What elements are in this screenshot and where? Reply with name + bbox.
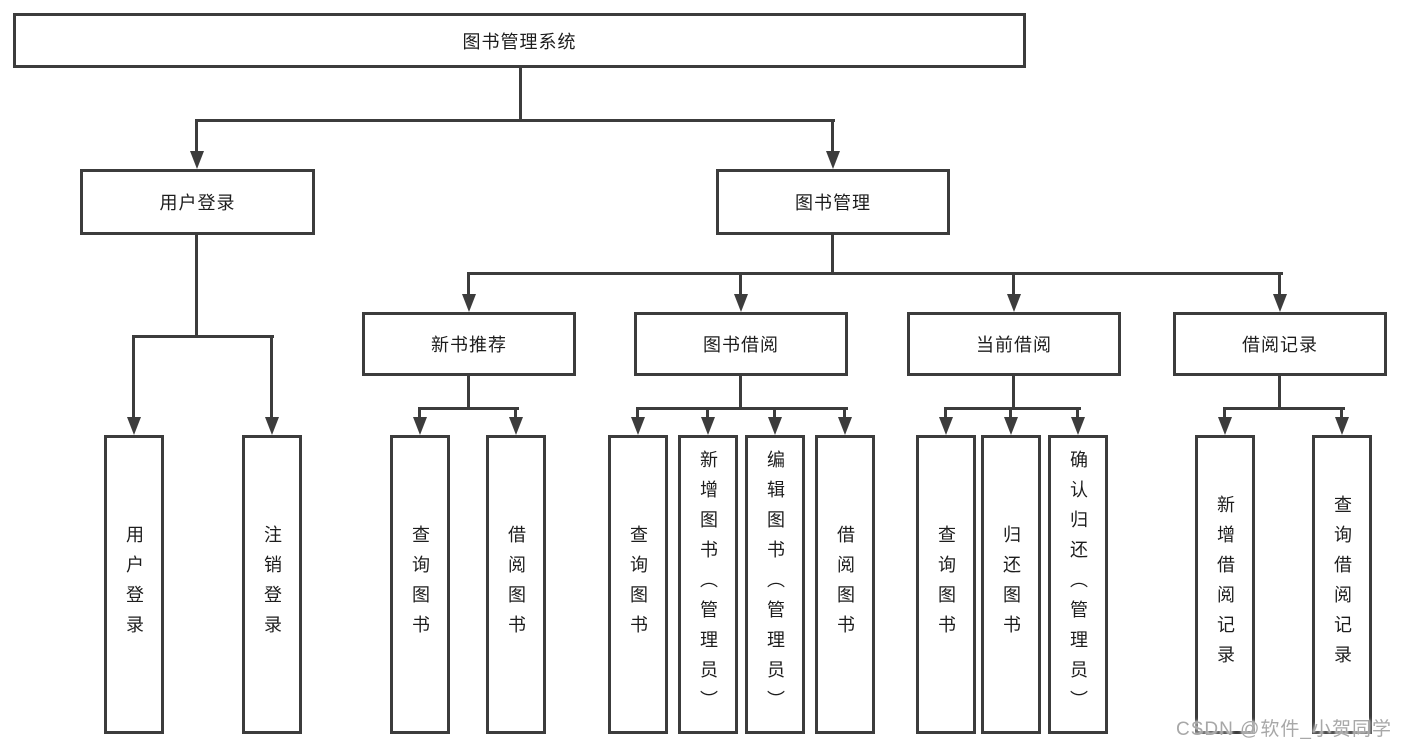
leaf-user-login: 用户登录 xyxy=(104,435,164,734)
leaf-label: 新增借阅记录 xyxy=(1215,494,1235,675)
connector-line xyxy=(1009,407,1012,419)
arrow-down-icon xyxy=(1335,417,1349,435)
connector-line xyxy=(1076,407,1079,419)
connector-line xyxy=(1012,376,1015,409)
watermark: CSDN @软件_小贺同学 xyxy=(1176,719,1392,740)
connector-line xyxy=(467,376,470,409)
leaf-return-books: 归还图书 xyxy=(981,435,1041,734)
node-label: 借阅记录 xyxy=(1242,335,1318,355)
connector-line xyxy=(195,119,198,153)
leaf-query-books-borrow: 查询图书 xyxy=(608,435,668,734)
leaf-query-books-current: 查询图书 xyxy=(916,435,976,734)
connector-line xyxy=(1340,407,1343,419)
connector-line xyxy=(843,407,846,419)
leaf-label: 新增图书（管理员） xyxy=(698,449,718,720)
arrow-down-icon xyxy=(1007,294,1021,312)
leaf-logout: 注销登录 xyxy=(242,435,302,734)
connector-line xyxy=(519,68,522,121)
leaf-label: 用户登录 xyxy=(124,524,144,645)
arrow-down-icon xyxy=(190,151,204,169)
node-book-management: 图书管理 xyxy=(716,169,950,235)
arrow-down-icon xyxy=(462,294,476,312)
arrow-down-icon xyxy=(826,151,840,169)
node-current-borrow: 当前借阅 xyxy=(907,312,1121,376)
arrow-down-icon xyxy=(413,417,427,435)
arrow-down-icon xyxy=(265,417,279,435)
arrow-down-icon xyxy=(1218,417,1232,435)
leaf-label: 查询借阅记录 xyxy=(1332,494,1352,675)
leaf-borrow-books: 借阅图书 xyxy=(815,435,875,734)
arrow-down-icon xyxy=(939,417,953,435)
connector-line xyxy=(831,235,834,275)
connector-line xyxy=(1223,407,1345,410)
arrow-down-icon xyxy=(1004,417,1018,435)
arrow-down-icon xyxy=(838,417,852,435)
connector-line xyxy=(467,272,1283,275)
leaf-query-borrow-record: 查询借阅记录 xyxy=(1312,435,1372,734)
node-label: 图书借阅 xyxy=(703,335,779,355)
node-book-borrow: 图书借阅 xyxy=(634,312,848,376)
leaf-query-books-recommend: 查询图书 xyxy=(390,435,450,734)
connector-line xyxy=(270,335,273,419)
leaf-label: 确认归还（管理员） xyxy=(1068,449,1088,720)
connector-line xyxy=(739,376,742,409)
leaf-label: 归还图书 xyxy=(1001,524,1021,645)
leaf-label: 注销登录 xyxy=(262,524,282,645)
node-label: 当前借阅 xyxy=(976,335,1052,355)
arrow-down-icon xyxy=(127,417,141,435)
connector-line xyxy=(636,407,639,419)
connector-line xyxy=(831,119,834,153)
leaf-confirm-return-admin: 确认归还（管理员） xyxy=(1048,435,1108,734)
node-library-system: 图书管理系统 xyxy=(13,13,1026,68)
leaf-label: 查询图书 xyxy=(936,524,956,645)
leaf-label: 编辑图书（管理员） xyxy=(765,449,785,720)
leaf-borrow-books-recommend: 借阅图书 xyxy=(486,435,546,734)
connector-line xyxy=(944,407,947,419)
node-label: 图书管理系统 xyxy=(462,31,577,52)
connector-line xyxy=(418,407,421,419)
leaf-label: 查询图书 xyxy=(628,524,648,645)
connector-line xyxy=(1223,407,1226,419)
connector-line xyxy=(739,272,742,296)
connector-line xyxy=(944,407,1081,410)
leaf-label: 查询图书 xyxy=(410,524,430,645)
node-borrow-records: 借阅记录 xyxy=(1173,312,1387,376)
arrow-down-icon xyxy=(1071,417,1085,435)
node-label: 图书管理 xyxy=(795,193,871,213)
connector-line xyxy=(132,335,274,338)
connector-line xyxy=(195,235,198,337)
connector-line xyxy=(1278,376,1281,409)
connector-line xyxy=(132,335,135,419)
arrow-down-icon xyxy=(768,417,782,435)
leaf-add-books-admin: 新增图书（管理员） xyxy=(678,435,738,734)
leaf-label: 借阅图书 xyxy=(835,524,855,645)
arrow-down-icon xyxy=(509,417,523,435)
node-label: 用户登录 xyxy=(159,193,236,213)
leaf-label: 借阅图书 xyxy=(506,524,526,645)
connector-line xyxy=(195,119,835,122)
arrow-down-icon xyxy=(734,294,748,312)
node-new-book-recommend: 新书推荐 xyxy=(362,312,576,376)
node-user-login: 用户登录 xyxy=(80,169,315,235)
connector-line xyxy=(418,407,519,410)
connector-line xyxy=(706,407,709,419)
arrow-down-icon xyxy=(701,417,715,435)
arrow-down-icon xyxy=(1273,294,1287,312)
connector-line xyxy=(636,407,848,410)
connector-line xyxy=(514,407,517,419)
leaf-add-borrow-record: 新增借阅记录 xyxy=(1195,435,1255,734)
node-label: 新书推荐 xyxy=(431,335,507,355)
connector-line xyxy=(467,272,470,296)
connector-line xyxy=(1278,272,1281,296)
leaf-edit-books-admin: 编辑图书（管理员） xyxy=(745,435,805,734)
connector-line xyxy=(1012,272,1015,296)
connector-line xyxy=(773,407,776,419)
arrow-down-icon xyxy=(631,417,645,435)
